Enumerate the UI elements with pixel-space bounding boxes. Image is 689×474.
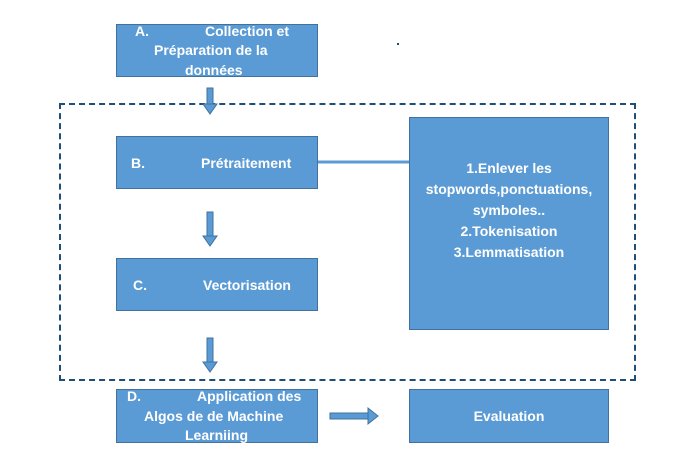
step-a-line2: Préparation de la <box>154 42 268 58</box>
step-c-label: Vectorisation <box>203 277 291 293</box>
step-a-line1: Collection et <box>205 23 290 39</box>
detail-line-5: 3.Lemmatisation <box>453 244 565 260</box>
arrow-d-to-evaluation <box>329 406 379 426</box>
step-d-machine-learning-box: D. Application des Algos de de Machine L… <box>116 388 318 443</box>
step-d-line2: Algos de de Machine <box>144 408 284 424</box>
preprocessing-details-box: 1.Enlever les stopwords,ponctuations, sy… <box>409 117 609 330</box>
step-d-line1: Application des <box>197 388 302 404</box>
step-d-letter: D. <box>127 388 141 404</box>
detail-line-4: 2.Tokenisation <box>460 223 558 239</box>
detail-line-1: 1.Enlever les <box>466 160 552 176</box>
step-d-line3: Learniing <box>185 427 249 443</box>
preprocessing-group-border <box>59 103 636 381</box>
step-c-vectorization-box: C. Vectorisation <box>116 258 318 311</box>
step-b-letter: B. <box>131 155 145 171</box>
evaluation-label: Evaluation <box>473 407 545 424</box>
step-c-letter: C. <box>133 277 147 293</box>
step-a-letter: A. <box>135 23 149 39</box>
step-b-label: Prétraitement <box>201 155 292 171</box>
evaluation-box: Evaluation <box>409 389 609 443</box>
arrow-c-to-d <box>202 337 218 373</box>
detail-line-2: stopwords,ponctuations, <box>425 181 593 197</box>
stray-dot <box>397 43 399 45</box>
step-b-preprocessing-box: B. Prétraitement <box>116 136 318 189</box>
arrow-b-to-c <box>202 211 218 247</box>
step-a-collection-box: A. Collection et Préparation de la donné… <box>116 23 318 78</box>
detail-line-3: symboles.. <box>472 202 546 218</box>
arrow-a-to-b <box>202 87 218 115</box>
step-a-line3: données <box>185 62 243 78</box>
